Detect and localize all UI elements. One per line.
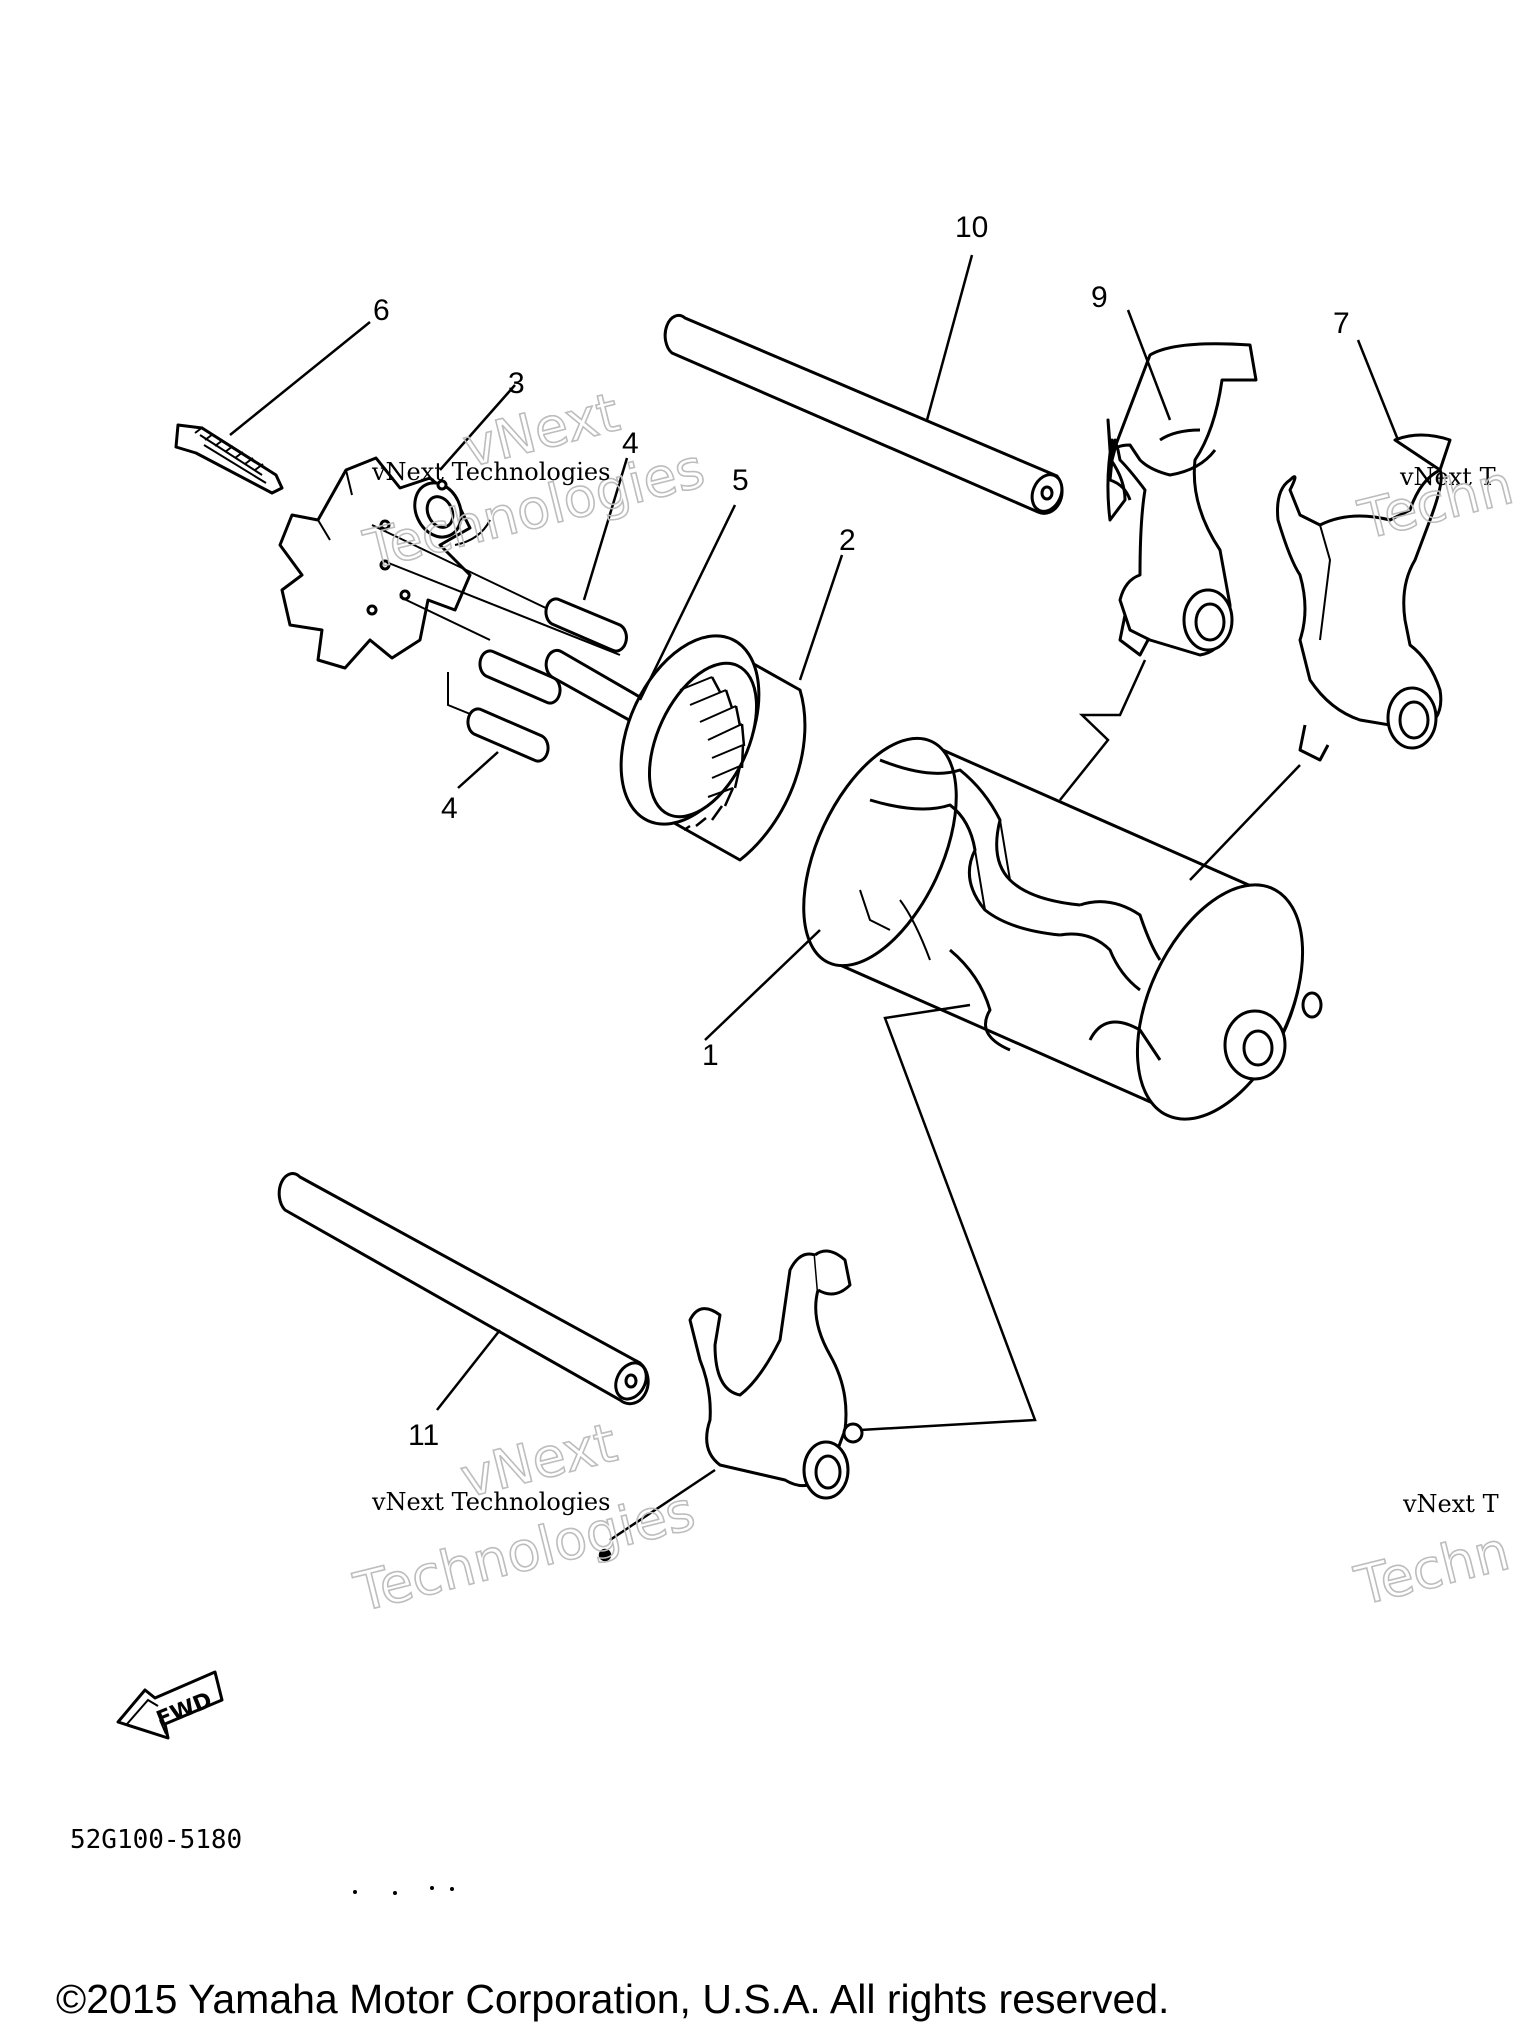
fwd-arrow-icon: FWD [116, 1670, 224, 1740]
callout-9: 9 [1091, 281, 1108, 314]
guide-bar-lower [277, 1172, 650, 1406]
watermark-partial-1: vNext T [1399, 463, 1496, 491]
watermark-line-1: vNext Technologies [371, 458, 610, 486]
pins [466, 597, 628, 763]
shift-fork-upper [1106, 342, 1258, 657]
callout-11: 11 [408, 1419, 439, 1452]
guide-bar-upper [663, 313, 1064, 515]
diagram-code: 52G100-5180 [70, 1825, 242, 1855]
callout-5: 5 [732, 464, 749, 497]
callout-4-bottom: 4 [441, 792, 458, 825]
callout-10: 10 [955, 211, 988, 244]
watermark-partial-big-2: Techn [1349, 1519, 1516, 1618]
shift-fork-lower [688, 1249, 864, 1500]
stray-dots [353, 1886, 454, 1895]
callout-1: 1 [702, 1039, 719, 1072]
bearing [619, 634, 807, 862]
shift-drum [802, 736, 1323, 1121]
copyright-notice: ©2015 Yamaha Motor Corporation, U.S.A. A… [56, 1976, 1170, 2022]
leader-lines [229, 254, 1400, 1562]
callout-7: 7 [1333, 307, 1350, 340]
watermark-partial-2: vNext T [1402, 1490, 1499, 1518]
segment [278, 456, 491, 670]
callout-4-top: 4 [622, 427, 639, 460]
callout-6: 6 [373, 294, 390, 327]
shift-fork-right [1276, 433, 1452, 762]
bolt [174, 423, 284, 495]
watermark-line-2: vNext Technologies [371, 1488, 610, 1516]
callout-numbers: 10 9 7 6 3 4 5 2 4 1 11 [373, 211, 1350, 1452]
callout-2: 2 [839, 524, 856, 557]
callout-3: 3 [508, 367, 525, 400]
